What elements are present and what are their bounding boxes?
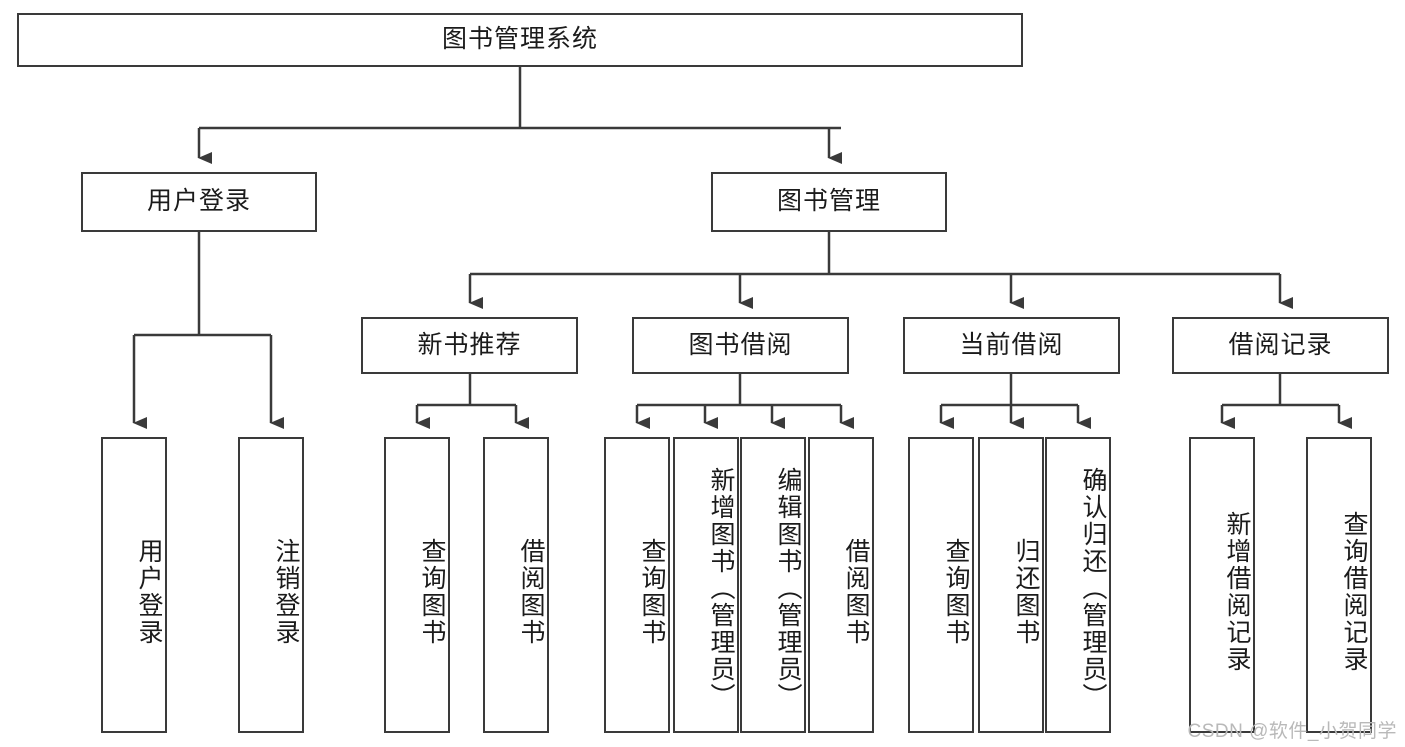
node-leaf-borrow-book-2-label: 借阅图书	[842, 538, 870, 646]
node-current-borrow-label: 当前借阅	[959, 330, 1064, 359]
node-leaf-confirm-return-label: 确认归还（管理员）	[1079, 466, 1107, 710]
node-leaf-borrow-book-2[interactable]: 借阅图书	[808, 437, 874, 733]
node-borrow-record-label: 借阅记录	[1228, 330, 1333, 359]
node-leaf-query-book-1-label: 查询图书	[418, 538, 446, 646]
node-leaf-query-book-3[interactable]: 查询图书	[908, 437, 974, 733]
node-leaf-borrow-book-1-label: 借阅图书	[517, 538, 545, 646]
node-leaf-query-book-1[interactable]: 查询图书	[384, 437, 450, 733]
watermark-text: CSDN @软件_小贺同学	[1187, 721, 1397, 742]
node-root-system[interactable]: 图书管理系统	[17, 13, 1023, 67]
node-leaf-borrow-book-1[interactable]: 借阅图书	[483, 437, 549, 733]
node-book-borrow-label: 图书借阅	[688, 330, 793, 359]
node-leaf-add-book[interactable]: 新增图书（管理员）	[673, 437, 739, 733]
node-leaf-query-record-label: 查询借阅记录	[1340, 511, 1368, 673]
node-leaf-return-book[interactable]: 归还图书	[978, 437, 1044, 733]
node-new-book-rec[interactable]: 新书推荐	[361, 317, 578, 374]
node-user-login-label: 用户登录	[146, 187, 251, 216]
node-user-login[interactable]: 用户登录	[81, 172, 317, 232]
node-leaf-query-record[interactable]: 查询借阅记录	[1306, 437, 1372, 733]
node-leaf-user-login-label: 用户登录	[135, 538, 163, 646]
node-leaf-edit-book-label: 编辑图书（管理员）	[774, 466, 802, 710]
node-book-manage[interactable]: 图书管理	[711, 172, 947, 232]
node-borrow-record[interactable]: 借阅记录	[1172, 317, 1389, 374]
node-book-manage-label: 图书管理	[776, 187, 881, 216]
node-leaf-logout-login[interactable]: 注销登录	[238, 437, 304, 733]
node-current-borrow[interactable]: 当前借阅	[903, 317, 1120, 374]
node-leaf-logout-login-label: 注销登录	[272, 538, 300, 646]
node-leaf-confirm-return[interactable]: 确认归还（管理员）	[1045, 437, 1111, 733]
node-leaf-query-book-3-label: 查询图书	[942, 538, 970, 646]
node-leaf-add-record[interactable]: 新增借阅记录	[1189, 437, 1255, 733]
node-leaf-edit-book[interactable]: 编辑图书（管理员）	[740, 437, 806, 733]
node-leaf-query-book-2-label: 查询图书	[638, 538, 666, 646]
node-leaf-user-login[interactable]: 用户登录	[101, 437, 167, 733]
node-new-book-rec-label: 新书推荐	[417, 330, 522, 359]
node-leaf-add-record-label: 新增借阅记录	[1223, 511, 1251, 673]
node-book-borrow[interactable]: 图书借阅	[632, 317, 849, 374]
node-root-label: 图书管理系统	[441, 25, 598, 54]
node-leaf-return-book-label: 归还图书	[1012, 538, 1040, 646]
node-leaf-add-book-label: 新增图书（管理员）	[707, 466, 735, 710]
node-leaf-query-book-2[interactable]: 查询图书	[604, 437, 670, 733]
